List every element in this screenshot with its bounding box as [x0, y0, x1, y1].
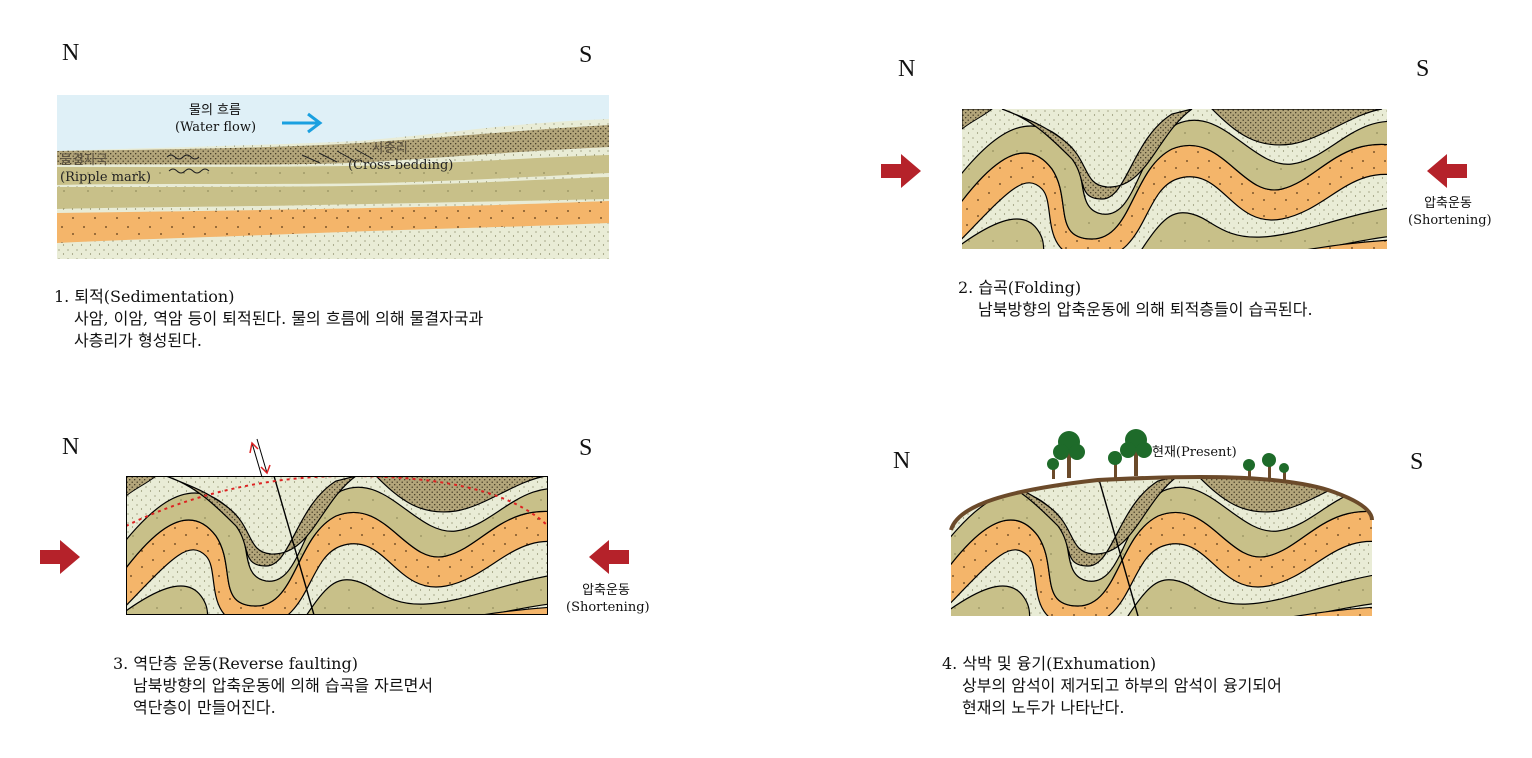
caption-line: 현재의 노두가 나타난다. [962, 698, 1125, 717]
caption-line: 남북방향의 압축운동에 의해 습곡을 자르면서 [133, 676, 434, 695]
present-label: 현재(Present) [1152, 445, 1237, 460]
compression-arrow-left [881, 154, 921, 188]
orange-layer [57, 201, 609, 243]
water-flow-ko: 물의 흐름 [189, 103, 241, 118]
caption-line: 남북방향의 압축운동에 의해 퇴적층들이 습곡된다. [978, 300, 1313, 319]
ripple-marks [166, 154, 210, 174]
ripple-ko: 물결자국 [60, 153, 108, 168]
ripple-mark-label: 물결자국 (Ripple mark) [60, 152, 151, 186]
exhumation-diagram [949, 429, 1374, 616]
north-label: N [62, 40, 80, 66]
caption-title: 1. 퇴적(Sedimentation) [54, 287, 235, 306]
shortening-ko: 압축운동 [1424, 196, 1472, 211]
water-flow-arrow [282, 112, 323, 134]
south-label: S [1410, 449, 1424, 475]
shortening-label: 압축운동 (Shortening) [1408, 195, 1492, 229]
south-label: S [1416, 56, 1430, 82]
water-flow-en: (Water flow) [175, 120, 257, 135]
conglomerate-layer [57, 125, 609, 165]
shortening-en: (Shortening) [1408, 213, 1492, 228]
fault-motion-arrows [249, 438, 271, 478]
folding-diagram [962, 109, 1387, 249]
shortening-en: (Shortening) [566, 600, 650, 615]
water-flow-label: 물의 흐름 (Water flow) [175, 102, 257, 136]
caption-title: 3. 역단층 운동(Reverse faulting) [113, 654, 358, 673]
caption-sedimentation: 1. 퇴적(Sedimentation) 사암, 이암, 역암 등이 퇴적된다.… [54, 286, 483, 352]
caption-title: 4. 삭박 및 융기(Exhumation) [942, 654, 1157, 673]
caption-line: 상부의 암석이 제거되고 하부의 암석이 융기되어 [962, 676, 1282, 695]
fault-line [273, 476, 315, 615]
faulting-diagram [126, 476, 548, 615]
caption-line: 사층리가 형성된다. [74, 331, 202, 350]
north-label: N [893, 448, 911, 474]
shortening-ko: 압축운동 [582, 583, 630, 598]
compression-arrow-left [40, 540, 80, 574]
cross-ko: 사층리 [372, 141, 408, 156]
south-label: S [579, 42, 593, 68]
olive-layer-2 [57, 177, 609, 209]
compression-arrow-right [1427, 154, 1467, 188]
cross-en: (Cross-bedding) [348, 158, 454, 173]
caption-line: 역단층이 만들어진다. [133, 698, 276, 717]
north-label: N [898, 56, 916, 82]
erosion-surface [126, 476, 548, 527]
caption-title: 2. 습곡(Folding) [958, 278, 1082, 297]
caption-line: 사암, 이암, 역암 등이 퇴적된다. 물의 흐름에 의해 물결자국과 [74, 309, 484, 328]
north-label: N [62, 434, 80, 460]
caption-folding: 2. 습곡(Folding) 남북방향의 압축운동에 의해 퇴적층들이 습곡된다… [958, 277, 1313, 321]
soil-surface [949, 475, 1374, 531]
south-label: S [579, 435, 593, 461]
compression-arrow-right [589, 540, 629, 574]
cross-bedding-label: 사층리 (Cross-bedding) [348, 140, 453, 174]
caption-reverse-faulting: 3. 역단층 운동(Reverse faulting) 남북방향의 압축운동에 … [113, 653, 433, 719]
tree-icon [1047, 429, 1289, 480]
sedimentation-diagram [57, 95, 609, 259]
fault-line [1097, 477, 1139, 616]
cross-bedding-marks [301, 148, 374, 164]
shortening-label: 압축운동 (Shortening) [566, 582, 650, 616]
caption-exhumation: 4. 삭박 및 융기(Exhumation) 상부의 암석이 제거되고 하부의 … [942, 653, 1282, 719]
ripple-en: (Ripple mark) [60, 170, 151, 185]
olive-layer-1 [57, 155, 609, 185]
